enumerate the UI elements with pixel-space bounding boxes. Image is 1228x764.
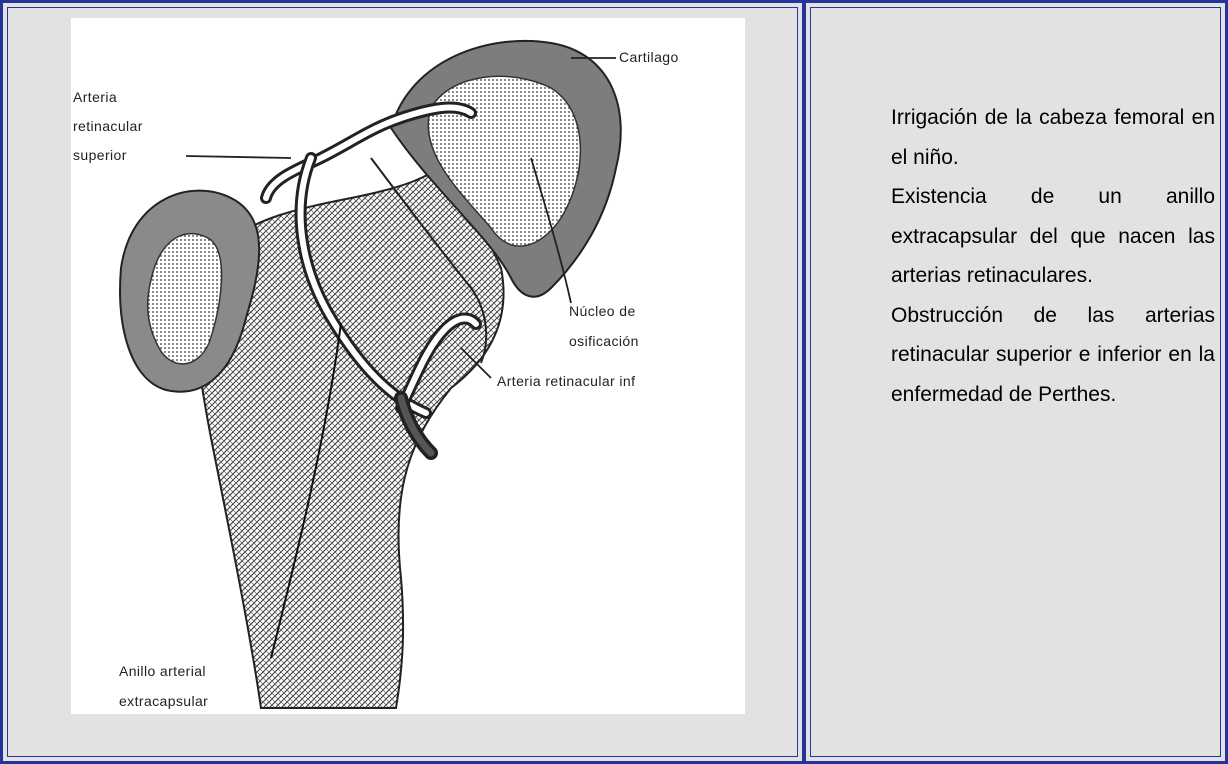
femoral-head-illustration: Cartilago Arteria retinacular superior N… (71, 18, 745, 714)
label-anillo-2: extracapsular (119, 693, 208, 709)
description-paragraph-1: Irrigación de la cabeza femoral en el ni… (891, 98, 1215, 177)
label-arteria-inf: Arteria retinacular inf (497, 373, 635, 389)
label-arteria-sup-3: superior (73, 147, 127, 163)
label-nucleo-1: Núcleo de (569, 303, 636, 319)
label-arteria-sup-1: Arteria (73, 89, 117, 105)
label-anillo-1: Anillo arterial (119, 663, 206, 679)
description-paragraph-3: Obstrucción de las arterias retinacular … (891, 296, 1215, 415)
label-arteria-sup-2: retinacular (73, 118, 143, 134)
label-cartilago: Cartilago (619, 49, 679, 65)
description-text: Irrigación de la cabeza femoral en el ni… (891, 98, 1215, 414)
description-paragraph-2: Existencia de un anillo extracapsular de… (891, 177, 1215, 296)
label-nucleo-2: osificación (569, 333, 639, 349)
